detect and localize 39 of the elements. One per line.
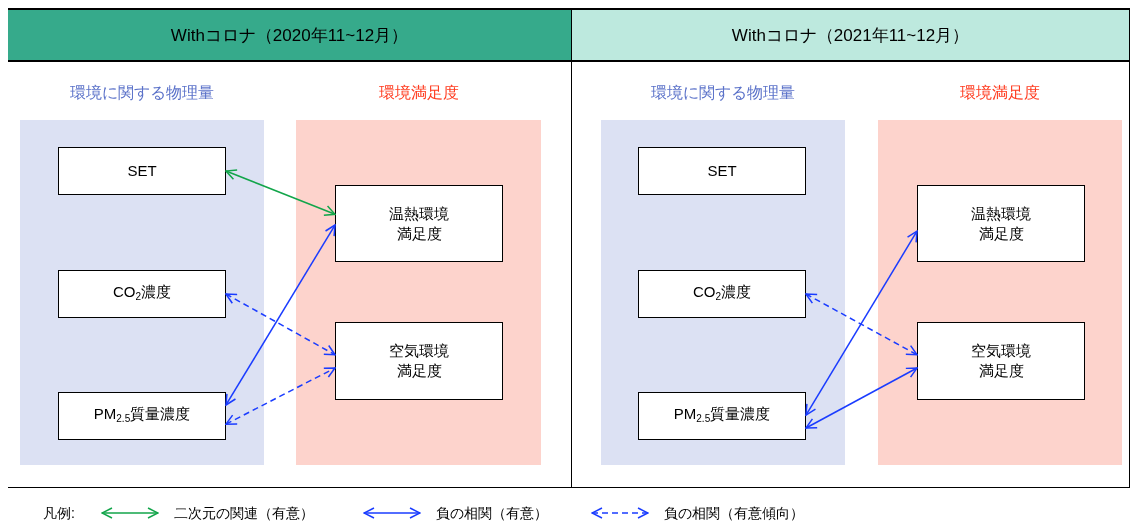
- process-box: [335, 322, 503, 400]
- legend-text: 負の相関（有意傾向）: [664, 504, 804, 523]
- header-band: Withコロナ（2021年11~12月）: [572, 8, 1129, 62]
- process-box: [58, 270, 226, 318]
- box-text: PM$_{2.5}$質量濃度: [93, 403, 191, 426]
- box-text: 温熱環境満足度: [970, 203, 1032, 244]
- box-text: 温熱環境満足度: [388, 203, 450, 244]
- group-title: 環境満足度: [377, 83, 460, 103]
- arrow: [225, 367, 336, 425]
- legend-text: 二次元の関連（有意）: [174, 504, 314, 523]
- arrow: [225, 293, 336, 356]
- arrow: [225, 224, 336, 406]
- process-box: [58, 147, 226, 195]
- box-text: PM$_{2.5}$質量濃度: [673, 403, 771, 426]
- box-text: CO$_{2}$濃度: [112, 281, 172, 304]
- panel: [8, 8, 572, 488]
- process-box: [335, 185, 503, 262]
- box-text: SET: [127, 161, 157, 181]
- legend-heading: 凡例:: [43, 504, 75, 523]
- process-box: [58, 392, 226, 440]
- box-text: 空気環境満足度: [388, 341, 450, 381]
- box-text: CO$_{2}$濃度: [692, 281, 752, 304]
- process-box: [917, 185, 1085, 262]
- arrow: [805, 230, 918, 416]
- process-box: [917, 322, 1085, 400]
- panel: [572, 8, 1130, 488]
- arrow: [805, 367, 918, 429]
- header-band: Withコロナ（2020年11~12月）: [8, 8, 571, 62]
- process-box: [638, 270, 806, 318]
- legend-text: 負の相関（有意）: [436, 504, 548, 523]
- process-box: [638, 147, 806, 195]
- group-title: 環境満足度: [959, 83, 1041, 103]
- box-text: 空気環境満足度: [970, 341, 1032, 381]
- arrow: [805, 293, 918, 356]
- box-text: SET: [707, 161, 737, 181]
- group-title: 環境に関する物理量: [69, 83, 215, 103]
- group-title: 環境に関する物理量: [650, 83, 796, 103]
- arrow: [225, 169, 336, 216]
- process-box: [638, 392, 806, 440]
